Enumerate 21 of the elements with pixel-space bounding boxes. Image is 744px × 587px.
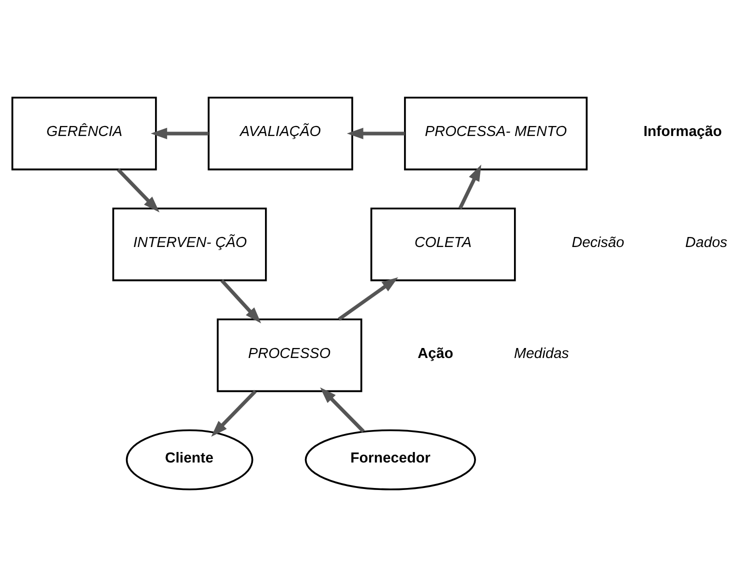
arrow xyxy=(338,277,398,321)
arrow xyxy=(220,279,262,324)
node-box: COLETA xyxy=(370,208,516,282)
node-box: GERÊNCIA xyxy=(11,96,157,170)
arrow xyxy=(320,387,365,433)
label: Medidas xyxy=(514,346,569,362)
node-box: PROCESSA- MENTO xyxy=(404,96,588,170)
label: Decisão xyxy=(572,234,624,251)
arrow xyxy=(458,164,482,210)
label: Dados xyxy=(685,234,728,251)
node-ellipse: Fornecedor xyxy=(304,429,476,490)
node-box: PROCESSO xyxy=(216,318,362,392)
arrow xyxy=(346,128,405,140)
arrow xyxy=(116,168,160,212)
arrow xyxy=(211,390,257,437)
node-box: AVALIAÇÃO xyxy=(208,96,354,170)
arrow xyxy=(150,128,209,140)
label: Ação xyxy=(418,346,454,362)
label: Informação xyxy=(644,124,722,140)
node-ellipse: Cliente xyxy=(126,429,254,490)
node-box: INTERVEN- ÇÃO xyxy=(112,208,267,282)
